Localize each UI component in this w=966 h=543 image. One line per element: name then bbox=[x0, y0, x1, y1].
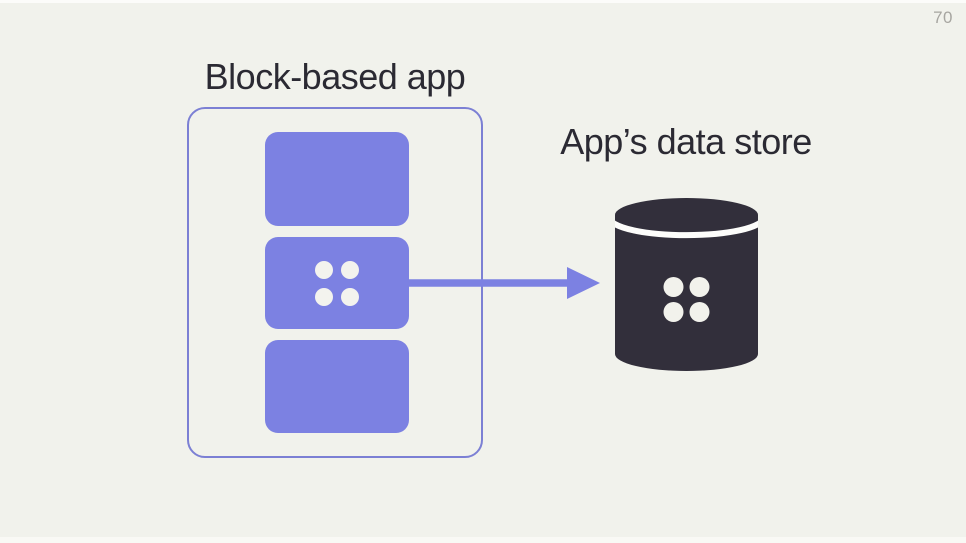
data-dot bbox=[689, 277, 710, 297]
data-dot bbox=[689, 302, 710, 322]
data-dot bbox=[341, 287, 359, 306]
data-store-title: App’s data store bbox=[560, 121, 812, 162]
data-dot bbox=[663, 277, 684, 297]
slide-page-number: 70 bbox=[933, 8, 953, 27]
bottom-edge-highlight bbox=[0, 537, 966, 543]
top-edge-highlight bbox=[0, 0, 966, 3]
app-block-top bbox=[265, 132, 409, 226]
data-dot bbox=[315, 260, 333, 279]
cylinder-lid-separator bbox=[615, 217, 758, 239]
app-block-middle bbox=[265, 237, 409, 329]
data-dot bbox=[315, 287, 333, 306]
app-block-bottom bbox=[265, 340, 409, 433]
cylinder-body bbox=[615, 198, 758, 371]
database-dots bbox=[663, 277, 710, 322]
arrow-right-icon bbox=[409, 267, 600, 299]
data-dot bbox=[663, 302, 684, 322]
block-app-title: Block-based app bbox=[204, 56, 466, 97]
database-icon bbox=[615, 198, 758, 371]
data-dot bbox=[341, 260, 359, 279]
data-dots-grid bbox=[315, 260, 359, 306]
